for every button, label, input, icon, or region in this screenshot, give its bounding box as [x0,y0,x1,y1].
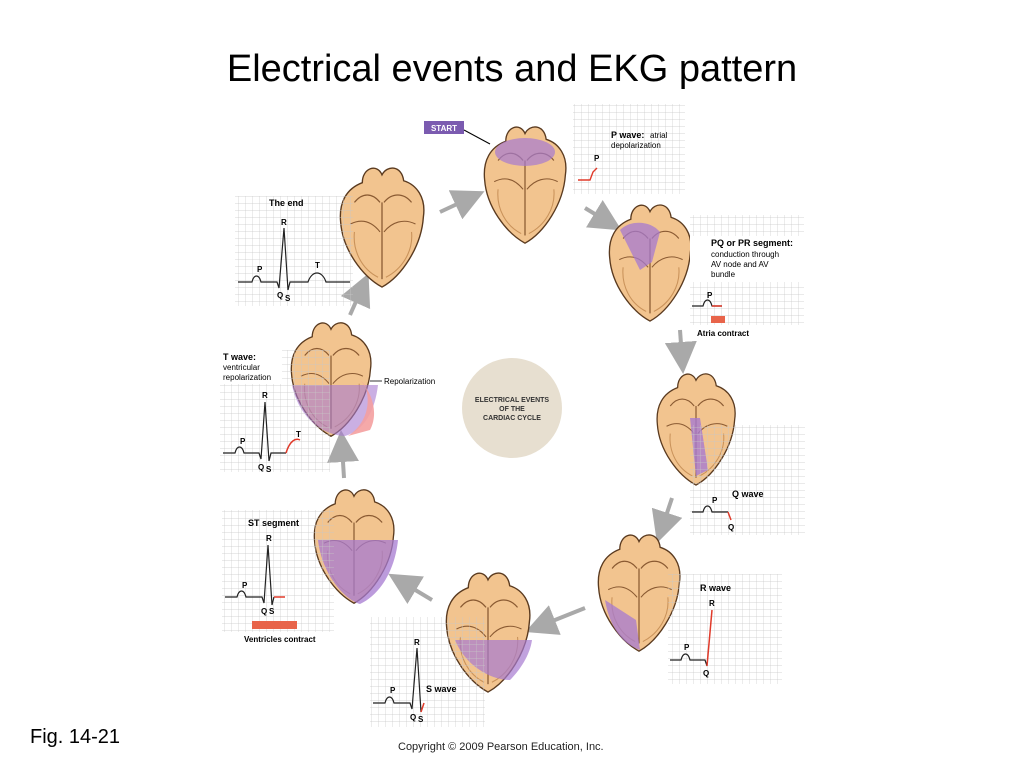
center-label-line-3: CARDIAC CYCLE [483,415,541,422]
label-p: P [257,265,263,274]
panel-st-segment: ST segment P Q R S Ventricles contract [222,510,334,644]
arrow-1 [439,190,485,220]
label-s: S [285,294,291,303]
label-r: R [266,534,272,543]
ekg-grid [370,617,485,727]
center-label-group: ELECTRICAL EVENTS OF THE CARDIAC CYCLE [462,358,562,458]
ekg-trace [578,167,598,181]
label-r: R [281,218,287,227]
panel-t-wave: T wave: ventricular repolarization P Q R… [220,350,330,474]
ekg-trace [692,299,722,307]
ekg-grid [222,510,334,632]
label-q: Q [703,669,709,678]
repolarization-label: Repolarization [384,377,435,386]
center-label-line-2: OF THE [499,406,525,413]
panel-text-2: depolarization [611,141,661,150]
panel-title: P wave: [611,130,644,140]
label-p: P [684,643,690,652]
panel-pq-segment: PQ or PR segment: conduction through AV … [690,215,804,338]
slide-title: Electrical events and EKG pattern [226,48,798,90]
heart-r-wave [597,534,681,652]
ekg-trace [238,227,350,291]
panel-text-3: bundle [711,270,736,279]
caption: Atria contract [697,329,749,338]
panel-text-1: atrial [650,131,668,140]
arrow-3 [664,329,697,374]
arrow-2 [583,200,622,231]
ekg-trace [373,647,422,713]
panel-title: T wave: [223,352,256,362]
panel-text-2: repolarization [223,373,271,382]
label-q: Q [258,463,264,472]
panel-text-1: ventricular [223,363,260,372]
copyright: Copyright © 2009 Pearson Education, Inc. [398,741,604,753]
panel-title: PQ or PR segment: [711,238,793,248]
ekg-trace [225,544,275,606]
start-badge-label: START [431,124,457,133]
label-p: P [594,154,600,163]
ekg-grid [690,425,805,535]
ekg-trace [223,401,286,462]
ventricle-full-depolarization-fill [318,540,398,604]
atria-contract-bar [711,316,725,323]
panel-s-wave: S wave P Q R S [370,617,485,727]
cycle-arrows [327,190,697,635]
panel-r-wave: R wave P Q R [668,574,782,684]
ekg-trace [692,505,728,513]
panel-title: S wave [426,684,457,694]
label-p: P [390,686,396,695]
label-q: Q [277,291,283,300]
panel-title: Q wave [732,489,764,499]
ekg-grid [573,104,685,194]
atria-depolarization-fill [495,138,555,166]
caption: Ventricles contract [244,635,316,644]
panel-text-2: AV node and AV [711,260,769,269]
arrow-8 [340,273,371,316]
label-q: Q [261,607,267,616]
panel-the-end: The end P Q R S T [235,196,353,306]
panel-text-1: conduction through [711,250,779,259]
label-r: R [709,599,715,608]
panel-title: ST segment [248,518,299,528]
label-p: P [707,291,713,300]
ventricles-contract-bar [252,621,297,629]
panel-p-wave: P wave: atrial depolarization P [573,104,685,194]
ventricle-depolarization-fill [605,600,640,650]
arrow-5 [525,605,586,635]
ekg-grid [235,196,353,306]
label-p: P [712,496,718,505]
center-circle [462,358,562,458]
panel-title: The end [269,198,304,208]
label-t: T [315,261,320,270]
ekg-trace [670,653,708,667]
label-q: Q [410,713,416,722]
panel-q-wave: Q wave P Q [690,425,805,535]
arrow-4 [651,497,683,544]
repolarized-tissue-fill [348,380,375,436]
arrow-6 [388,573,434,604]
label-s: S [418,715,424,724]
label-s: S [266,465,272,474]
label-r: R [262,391,268,400]
center-label-line-1: ELECTRICAL EVENTS [475,397,549,404]
ekg-grid [668,574,782,684]
av-node-fill [620,222,660,270]
label-s: S [269,607,275,616]
label-q: Q [728,523,734,532]
panel-title: R wave [700,583,731,593]
label-r: R [414,638,420,647]
start-badge: START [424,121,491,145]
arrow-7 [327,430,359,479]
label-p: P [240,437,246,446]
label-t: T [296,430,301,439]
figure-label: Fig. 14-21 [30,726,121,748]
label-p: P [242,581,248,590]
